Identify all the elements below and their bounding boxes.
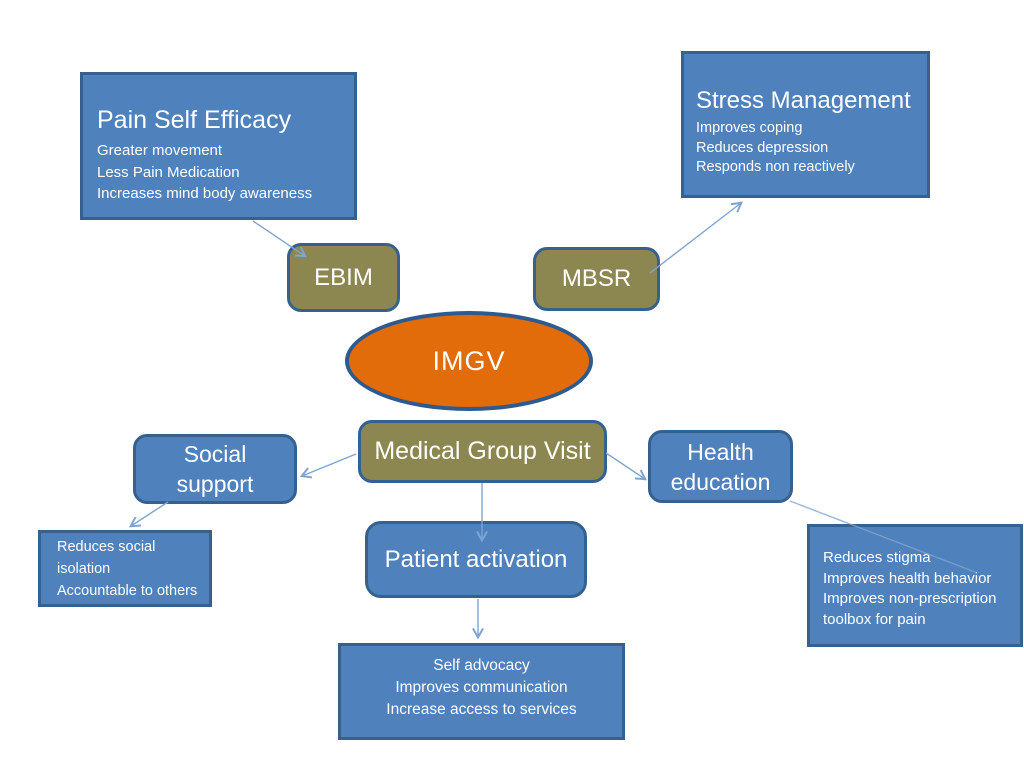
health-outcome-line: Improves health behavior (823, 569, 992, 587)
stress-management-title: Stress Management (696, 87, 911, 114)
health-education-label-line2: education (670, 468, 771, 495)
mbsr-node: MBSR (533, 247, 660, 311)
ebim-node: EBIM (287, 243, 400, 312)
stress-outcome-line: Improves coping (696, 120, 803, 136)
activation-outcome-line: Increase access to services (386, 701, 577, 718)
medical-group-visit-label: Medical Group Visit (374, 437, 591, 465)
medical-group-visit-node: Medical Group Visit (358, 420, 607, 483)
health-outcome-line: Reduces stigma (823, 549, 931, 566)
social-support-label-line2: support (176, 471, 254, 497)
social-support-label-line1: Social (183, 441, 247, 467)
health-education-node: Health education (648, 430, 793, 503)
connector-mgv-to-social-support (299, 453, 357, 479)
patient-activation-outcomes-box: Self advocacy Improves communication Inc… (338, 643, 625, 740)
social-support-outcomes-box: Reduces social isolation Accountable to … (38, 530, 212, 607)
social-outcome-line: Reduces social isolation (57, 538, 156, 577)
imgv-label: IMGV (432, 345, 506, 376)
mbsr-label: MBSR (561, 265, 632, 292)
pain-self-efficacy-box: Pain Self Efficacy Greater movement Less… (80, 72, 357, 220)
pain-outcome-line: Greater movement (97, 142, 223, 159)
health-outcome-line: Improves non-prescription (823, 590, 997, 607)
pain-outcome-line: Less Pain Medication (97, 163, 240, 181)
imgv-ellipse: IMGV (345, 311, 593, 411)
connector-mgv-to-health-education (605, 452, 648, 481)
stress-outcome-line: Reduces depression (696, 139, 829, 156)
stress-outcome-line: Responds non reactively (696, 159, 855, 175)
social-support-node: Social support (133, 434, 297, 504)
patient-activation-label: Patient activation (384, 545, 568, 573)
connector-social-to-outcomes (128, 501, 169, 528)
ebim-label: EBIM (314, 263, 373, 291)
health-outcome-line: toolbox for pain (823, 610, 926, 628)
activation-outcome-line: Self advocacy (433, 657, 530, 674)
connector-mbsr-to-stress (649, 201, 743, 274)
patient-activation-node: Patient activation (365, 521, 587, 598)
social-outcome-line: Accountable to others (57, 582, 198, 599)
pain-outcome-line: Increases mind body awareness (97, 185, 313, 202)
pain-self-efficacy-title: Pain Self Efficacy (97, 106, 292, 134)
activation-outcome-line: Improves communication (395, 679, 568, 696)
stress-management-box: Stress Management Improves coping Reduce… (681, 51, 930, 198)
health-education-label-line1: Health (687, 438, 754, 465)
health-education-outcomes-box: Reduces stigma Improves health behavior … (807, 524, 1023, 647)
